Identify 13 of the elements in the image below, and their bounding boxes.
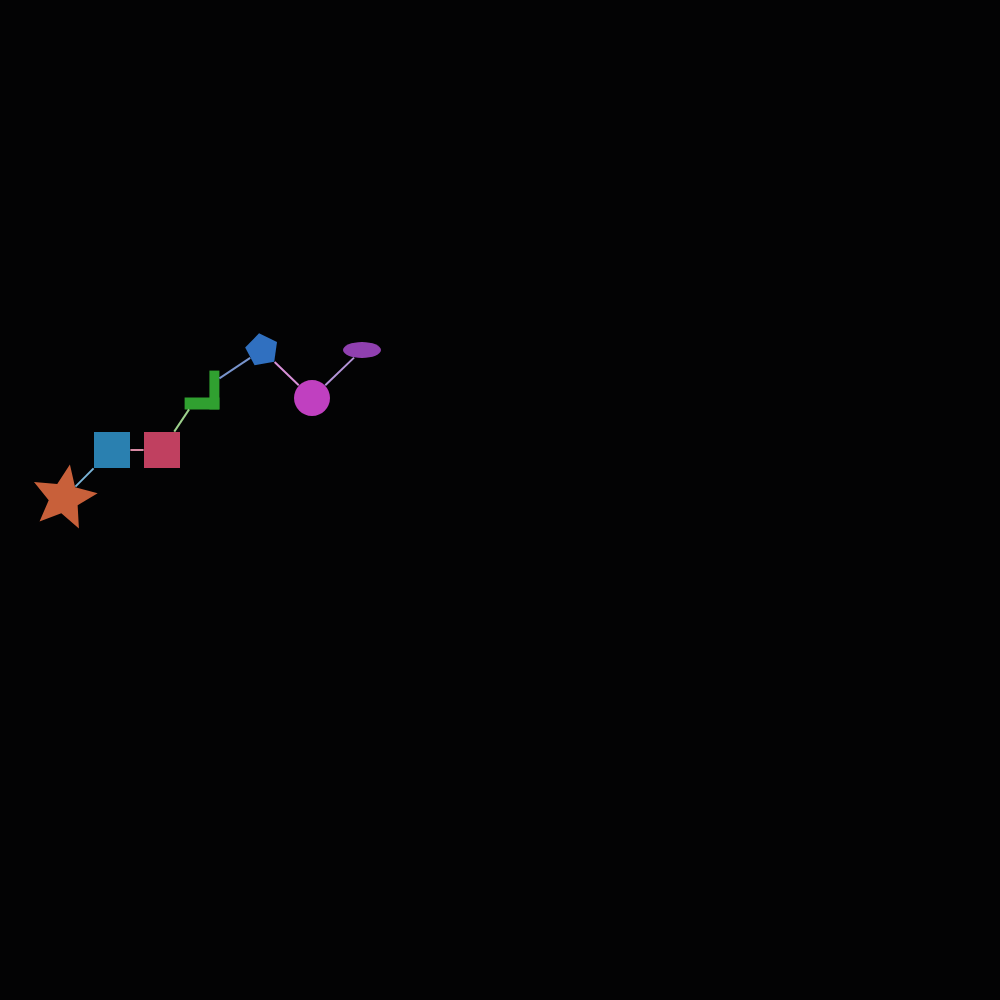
circle-icon [294, 380, 330, 416]
connector-line [129, 449, 145, 451]
connector-line [218, 356, 252, 380]
ellipse-icon [343, 342, 381, 358]
corner-icon [184, 370, 220, 410]
square-icon [94, 432, 130, 468]
connector-line [324, 356, 356, 387]
square-icon [144, 432, 180, 468]
connector-line [273, 361, 300, 387]
pentagon-icon [245, 333, 277, 366]
connector-line [74, 467, 95, 488]
star-icon [34, 464, 98, 529]
connector-line [173, 408, 191, 433]
